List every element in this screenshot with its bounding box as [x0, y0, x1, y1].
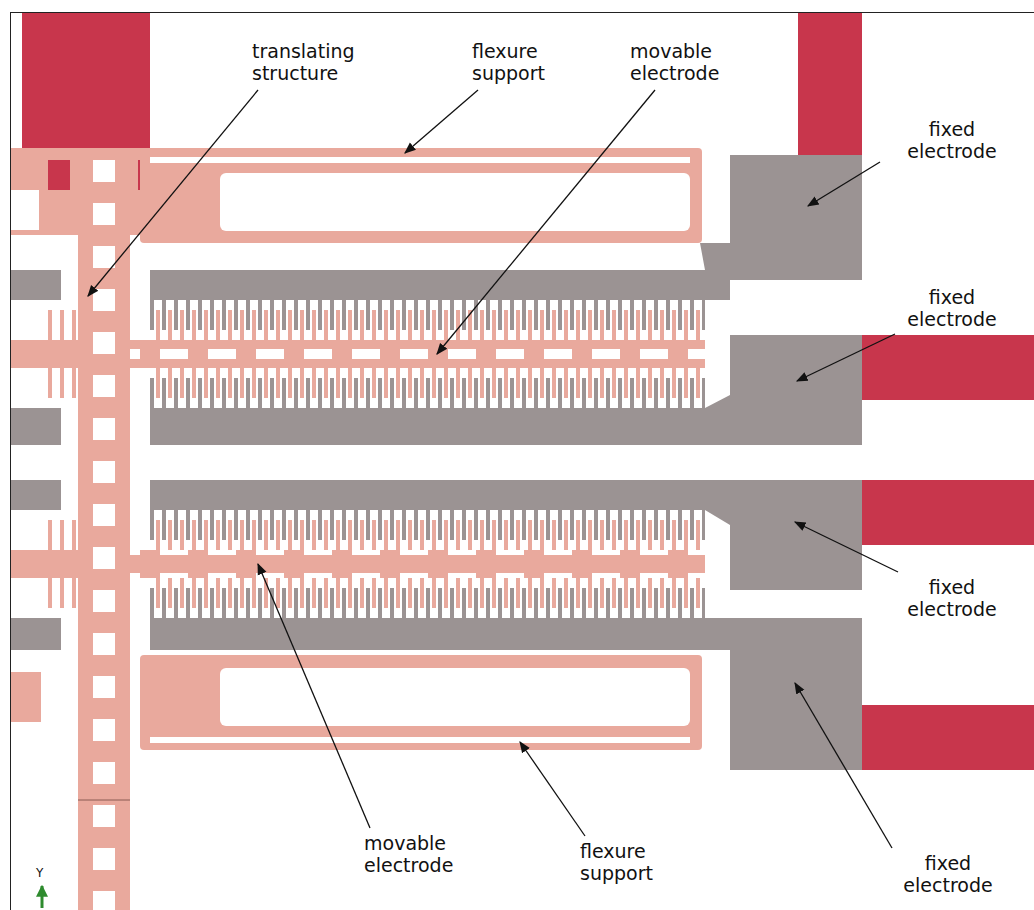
part-label: movable electrode: [630, 40, 760, 84]
part-label: fixed electrode: [882, 118, 1022, 162]
part-label: flexure support: [472, 40, 592, 84]
part-label: flexure support: [580, 840, 700, 884]
axis-arrow: [41, 886, 44, 908]
part-label: fixed electrode: [882, 576, 1022, 620]
part-label: movable electrode: [364, 832, 494, 876]
part-label: fixed electrode: [882, 286, 1022, 330]
part-label: translating structure: [252, 40, 392, 84]
leader-lines: [88, 90, 898, 848]
axis-label: Y: [36, 866, 56, 880]
part-label: fixed electrode: [878, 852, 1018, 896]
